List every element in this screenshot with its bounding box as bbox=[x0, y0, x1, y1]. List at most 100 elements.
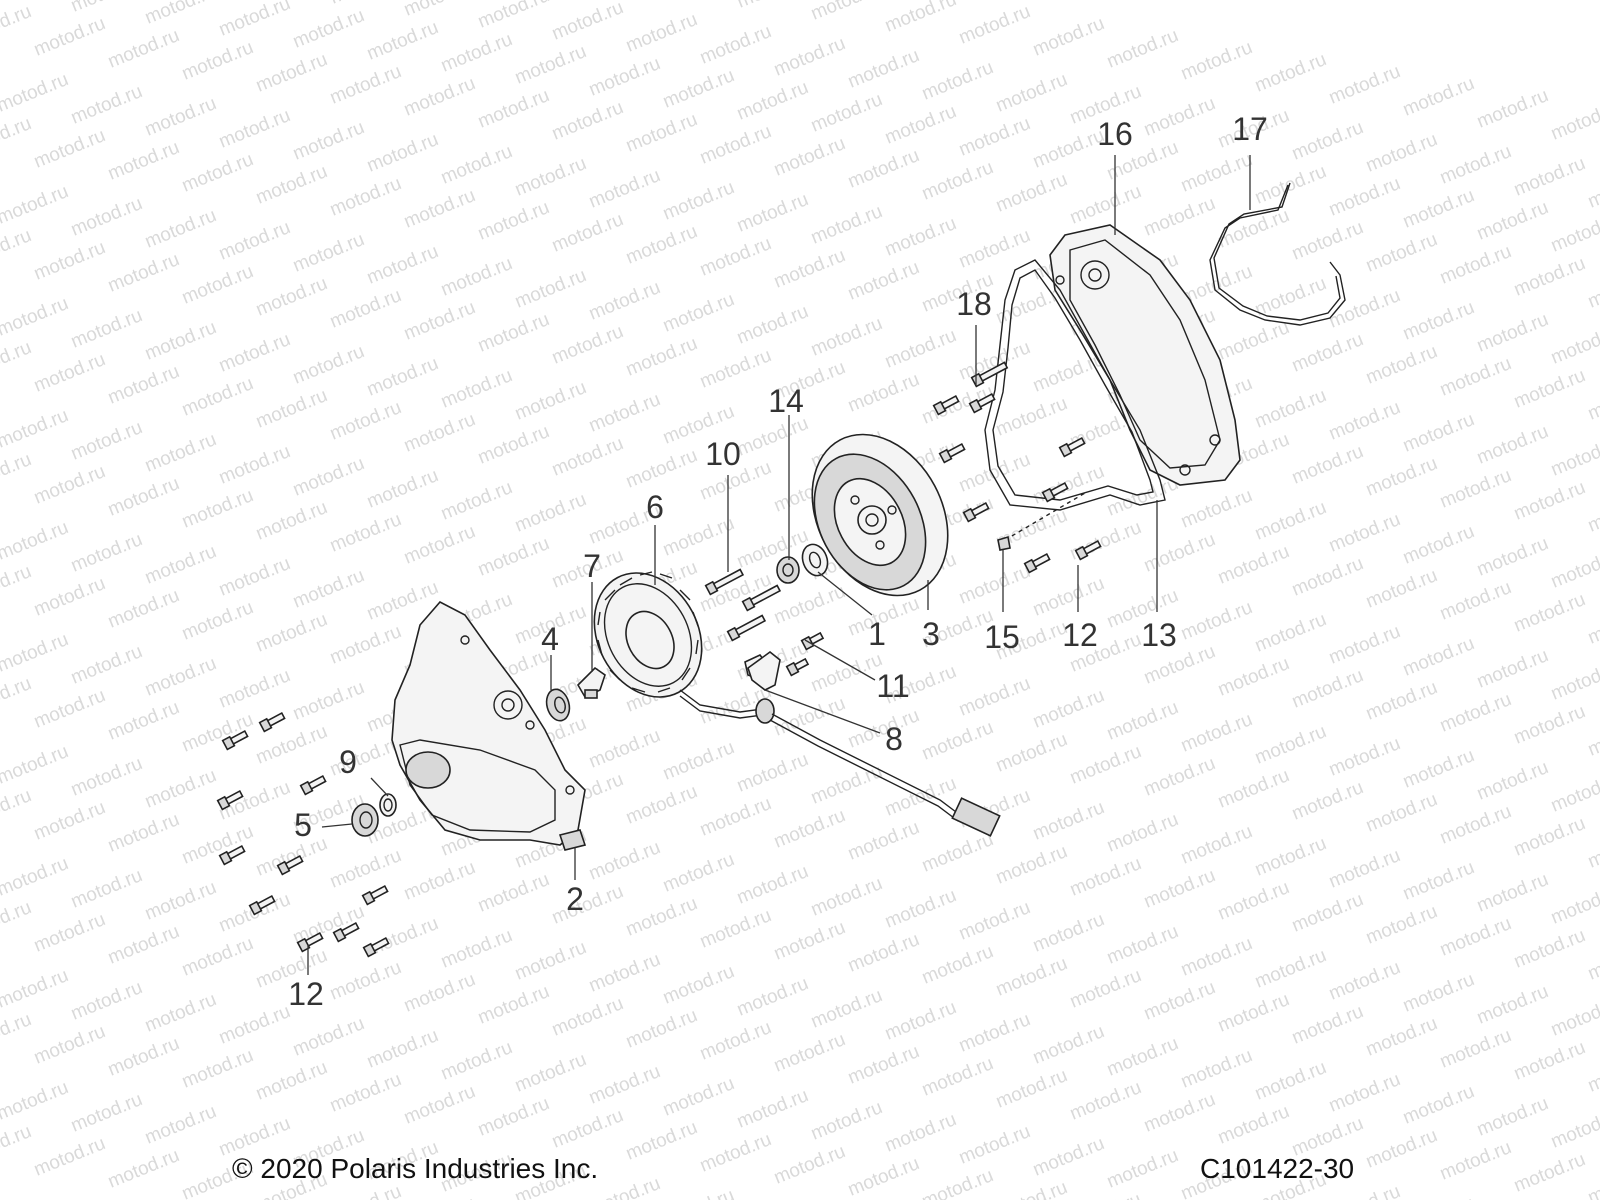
watermark-text: motod.ru bbox=[660, 961, 737, 1009]
watermark-text: motod.ru bbox=[438, 1037, 515, 1085]
watermark-text: motod.ru bbox=[808, 313, 885, 361]
bolt-5 bbox=[218, 845, 246, 866]
watermark-text: motod.ru bbox=[1215, 541, 1292, 589]
leader-9 bbox=[370, 777, 389, 797]
watermark-text: motod.ru bbox=[549, 433, 626, 481]
watermark-text: motod.ru bbox=[438, 477, 515, 525]
watermark-text: motod.ru bbox=[1104, 1145, 1181, 1193]
watermark-text: motod.ru bbox=[1104, 1033, 1181, 1081]
watermark-text: motod.ru bbox=[364, 913, 441, 961]
watermark-text: motod.ru bbox=[290, 677, 367, 725]
watermark-text: motod.ru bbox=[1289, 777, 1366, 825]
watermark-text: motod.ru bbox=[1030, 125, 1107, 173]
watermark-text: motod.ru bbox=[697, 121, 774, 169]
watermark-text: motod.ru bbox=[623, 109, 700, 157]
watermark-text: motod.ru bbox=[0, 1, 34, 49]
watermark-text: motod.ru bbox=[734, 749, 811, 797]
watermark-text: motod.ru bbox=[142, 1101, 219, 1149]
o-ring-part-9 bbox=[379, 793, 397, 817]
watermark-text: motod.ru bbox=[179, 37, 256, 85]
watermark-text: motod.ru bbox=[1363, 229, 1440, 277]
watermark-text: motod.ru bbox=[68, 305, 145, 353]
watermark-text: motod.ru bbox=[1326, 173, 1403, 221]
watermark-text: motod.ru bbox=[216, 329, 293, 377]
watermark-text: motod.ru bbox=[142, 541, 219, 589]
watermark-text: motod.ru bbox=[253, 273, 330, 321]
watermark-text: motod.ru bbox=[1437, 913, 1514, 961]
watermark-text: motod.ru bbox=[1215, 317, 1292, 365]
watermark-text: motod.ru bbox=[290, 565, 367, 613]
watermark-text: motod.ru bbox=[1474, 757, 1551, 805]
watermark-text: motod.ru bbox=[1548, 545, 1600, 593]
watermark-text: motod.ru bbox=[808, 1097, 885, 1145]
watermark-text: motod.ru bbox=[105, 473, 182, 521]
watermark-text: motod.ru bbox=[1548, 433, 1600, 481]
watermark-text: motod.ru bbox=[179, 373, 256, 421]
watermark-text: motod.ru bbox=[660, 737, 737, 785]
watermark-text: motod.ru bbox=[179, 261, 256, 309]
watermark-text: motod.ru bbox=[919, 829, 996, 877]
watermark-text: motod.ru bbox=[438, 141, 515, 189]
watermark-text: motod.ru bbox=[1548, 769, 1600, 817]
watermark-text: motod.ru bbox=[623, 445, 700, 493]
bolt-12 bbox=[932, 395, 960, 416]
watermark-text: motod.ru bbox=[364, 241, 441, 289]
callout-7: 7 bbox=[583, 548, 601, 584]
watermark-text: motod.ru bbox=[1511, 813, 1588, 861]
watermark-text: motod.ru bbox=[31, 909, 108, 957]
watermark-text: motod.ru bbox=[0, 449, 34, 497]
watermark-text: motod.ru bbox=[438, 365, 515, 413]
watermark-text: motod.ru bbox=[401, 73, 478, 121]
watermark-text: motod.ru bbox=[1141, 193, 1218, 241]
washer-part-1 bbox=[801, 543, 829, 577]
watermark-text: motod.ru bbox=[327, 1069, 404, 1117]
watermark-text: motod.ru bbox=[1030, 13, 1107, 61]
bolt-15 bbox=[962, 502, 990, 523]
watermark-text: motod.ru bbox=[1178, 37, 1255, 85]
watermark-text: motod.ru bbox=[586, 53, 663, 101]
watermark-text: motod.ru bbox=[0, 517, 71, 565]
watermark-text: motod.ru bbox=[1178, 149, 1255, 197]
watermark-text: motod.ru bbox=[1511, 477, 1588, 525]
watermark-text: motod.ru bbox=[1067, 965, 1144, 1013]
watermark-text: motod.ru bbox=[290, 1013, 367, 1061]
watermark-text: motod.ru bbox=[697, 905, 774, 953]
watermark-text: motod.ru bbox=[586, 725, 663, 773]
watermark-text: motod.ru bbox=[1400, 73, 1477, 121]
watermark-text: motod.ru bbox=[1511, 925, 1588, 973]
watermark-text: motod.ru bbox=[1252, 49, 1329, 97]
watermark-text: motod.ru bbox=[512, 41, 589, 89]
bolt-13 bbox=[968, 393, 996, 414]
watermark-text: motod.ru bbox=[660, 289, 737, 337]
watermark-text: motod.ru bbox=[68, 865, 145, 913]
watermark-text: motod.ru bbox=[993, 69, 1070, 117]
watermark-text: motod.ru bbox=[845, 705, 922, 753]
watermark-text: motod.ru bbox=[697, 1017, 774, 1065]
watermark-text: motod.ru bbox=[1400, 185, 1477, 233]
bolt-9 bbox=[296, 932, 324, 953]
bolt-22 bbox=[704, 568, 745, 596]
flywheel-part-3 bbox=[811, 433, 949, 597]
watermark-text: motod.ru bbox=[31, 1021, 108, 1069]
callout-1: 1 bbox=[868, 616, 886, 652]
watermark-text: motod.ru bbox=[142, 0, 219, 29]
watermark-text: motod.ru bbox=[31, 13, 108, 61]
watermark-text: motod.ru bbox=[697, 345, 774, 393]
watermark-text: motod.ru bbox=[1548, 657, 1600, 705]
watermark-text: motod.ru bbox=[1141, 865, 1218, 913]
watermark-text: motod.ru bbox=[1326, 957, 1403, 1005]
watermark-text: motod.ru bbox=[1511, 701, 1588, 749]
watermark-text: motod.ru bbox=[290, 453, 367, 501]
watermark-text: motod.ru bbox=[1252, 385, 1329, 433]
watermark-text: motod.ru bbox=[660, 1185, 737, 1200]
watermark-text: motod.ru bbox=[68, 417, 145, 465]
watermark-text: motod.ru bbox=[586, 1061, 663, 1109]
watermark-text: motod.ru bbox=[31, 573, 108, 621]
watermark-text: motod.ru bbox=[0, 337, 34, 385]
watermark-text: motod.ru bbox=[31, 237, 108, 285]
watermark-text: motod.ru bbox=[993, 953, 1070, 1001]
watermark-text: motod.ru bbox=[290, 229, 367, 277]
bolt-16 bbox=[1041, 482, 1069, 503]
watermark-text: motod.ru bbox=[1363, 1013, 1440, 1061]
